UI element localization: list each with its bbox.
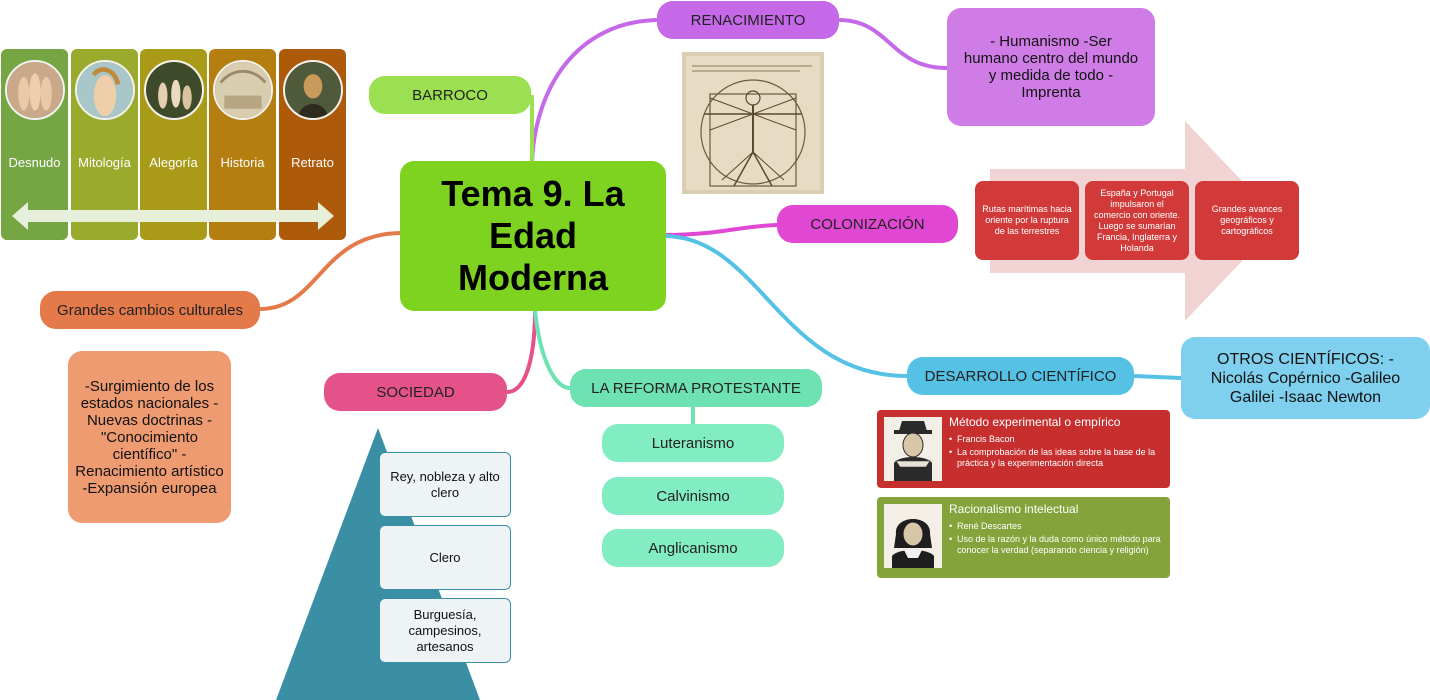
art-theme-label: Alegoría	[149, 155, 198, 170]
metodo-list: Francis Bacon La comprobación de las ide…	[949, 434, 1166, 471]
subtopic-calvinismo[interactable]: Calvinismo	[602, 477, 784, 515]
metodo-item: La comprobación de las ideas sobre la ba…	[949, 447, 1166, 469]
cambios-note: -Surgimiento de los estados nacionales -…	[68, 351, 231, 523]
colonizacion-step-1: Rutas marítimas hacia oriente por la rup…	[975, 181, 1079, 260]
central-topic[interactable]: Tema 9. La Edad Moderna	[400, 161, 666, 311]
painting-thumbnail	[213, 60, 273, 120]
art-theme-3: Historia	[209, 49, 276, 240]
art-theme-label: Historia	[220, 155, 265, 170]
francis-bacon-portrait	[884, 417, 942, 481]
metodo-title: Método experimental o empírico	[949, 415, 1121, 429]
topic-grandes-cambios[interactable]: Grandes cambios culturales	[40, 291, 260, 329]
painting-thumbnail	[75, 60, 135, 120]
topic-renacimiento[interactable]: RENACIMIENTO	[657, 1, 839, 39]
topic-desarrollo-cientifico[interactable]: DESARROLLO CIENTÍFICO	[907, 357, 1134, 395]
racionalismo-item: René Descartes	[949, 521, 1166, 532]
renacimiento-note: - Humanismo -Ser humano centro del mundo…	[947, 8, 1155, 126]
topic-colonizacion[interactable]: COLONIZACIÓN	[777, 205, 958, 243]
art-theme-label: Mitología	[78, 155, 131, 170]
art-theme-4: Retrato	[279, 49, 346, 240]
branch-cambios	[259, 231, 403, 311]
art-theme-label: Retrato	[291, 155, 334, 170]
subtopic-anglicanismo[interactable]: Anglicanismo	[602, 529, 784, 567]
racionalismo-list: René Descartes Uso de la razón y la duda…	[949, 521, 1166, 558]
branch-reforma	[533, 309, 571, 390]
racionalismo-title: Racionalismo intelectual	[949, 502, 1079, 516]
art-theme-0: Desnudo	[1, 49, 68, 240]
rene-descartes-portrait	[884, 504, 942, 568]
racionalismo-box: Racionalismo intelectual René Descartes …	[877, 497, 1170, 578]
racionalismo-item: Uso de la razón y la duda como único mét…	[949, 534, 1166, 556]
vitruvian-man-image	[682, 52, 824, 194]
otros-cientificos-note: OTROS CIENTÍFICOS: - Nicolás Copérnico -…	[1181, 337, 1430, 419]
painting-thumbnail	[283, 60, 343, 120]
branch-otros	[1133, 374, 1182, 380]
colonizacion-step-2: España y Portugal impulsaron el comercio…	[1085, 181, 1189, 260]
art-theme-label: Desnudo	[8, 155, 61, 170]
topic-barroco[interactable]: BARROCO	[369, 76, 531, 114]
metodo-experimental-box: Método experimental o empírico Francis B…	[877, 410, 1170, 488]
double-arrow-icon	[12, 202, 334, 230]
branch-renacimiento-note	[838, 18, 948, 70]
pyramid-level-1: Rey, nobleza y alto clero	[379, 452, 511, 517]
painting-thumbnail	[144, 60, 204, 120]
metodo-item: Francis Bacon	[949, 434, 1166, 445]
art-theme-1: Mitología	[71, 49, 138, 240]
branch-desarrollo	[663, 234, 908, 378]
subtopic-luteranismo[interactable]: Luteranismo	[602, 424, 784, 462]
pyramid-level-3: Burguesía, campesinos, artesanos	[379, 598, 511, 663]
branch-colonizacion	[663, 223, 778, 237]
branch-sociedad	[506, 309, 537, 394]
art-theme-2: Alegoría	[140, 49, 207, 240]
topic-sociedad[interactable]: SOCIEDAD	[324, 373, 507, 411]
pyramid-level-2: Clero	[379, 525, 511, 590]
colonizacion-step-3: Grandes avances geográficos y cartográfi…	[1195, 181, 1299, 260]
branch-renacimiento	[530, 18, 658, 163]
topic-reforma-protestante[interactable]: LA REFORMA PROTESTANTE	[570, 369, 822, 407]
painting-thumbnail	[5, 60, 65, 120]
